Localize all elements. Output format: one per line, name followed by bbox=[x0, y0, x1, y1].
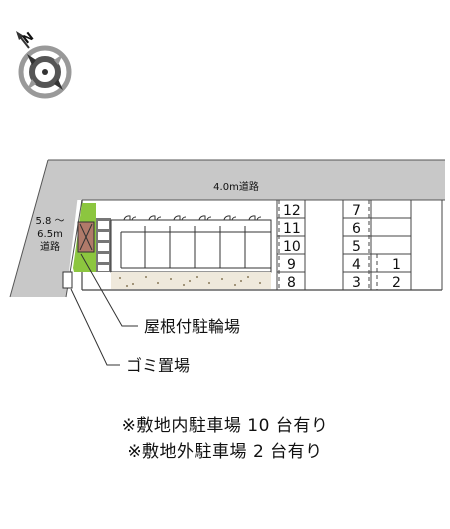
parking-space-9: 9 bbox=[287, 257, 296, 273]
gravel-dots bbox=[119, 276, 261, 287]
parking-space-5: 5 bbox=[352, 239, 361, 255]
road-left-label-3: 道路 bbox=[40, 240, 60, 253]
parking-space-8: 8 bbox=[287, 275, 296, 291]
covered-bicycle-parking bbox=[96, 218, 111, 272]
parking-space-2: 2 bbox=[392, 275, 401, 291]
parking-space-1: 1 bbox=[392, 257, 401, 273]
parking-left-grid bbox=[276, 200, 306, 290]
compass-north-letter: N bbox=[20, 29, 37, 46]
note-offsite-parking: ※敷地外駐車場 2 台有り bbox=[127, 442, 323, 462]
road-left-label-2: 6.5m bbox=[37, 229, 63, 240]
door-swing-icons bbox=[123, 215, 262, 221]
parking-space-10: 10 bbox=[283, 239, 301, 255]
gravel-strip bbox=[111, 272, 271, 289]
compass-rose-icon: N bbox=[16, 29, 72, 99]
road-top bbox=[48, 160, 445, 200]
parking-space-12: 12 bbox=[283, 203, 301, 219]
parking-space-4: 4 bbox=[352, 257, 361, 273]
parking-space-7: 7 bbox=[352, 203, 361, 219]
note-onsite-parking: ※敷地内駐車場 10 台有り bbox=[121, 416, 329, 436]
parking-space-11: 11 bbox=[283, 221, 301, 237]
trash-leader-line bbox=[70, 288, 120, 366]
road-top-label: 4.0m道路 bbox=[213, 180, 259, 193]
legend-bicycle-label: 屋根付駐輪場 bbox=[144, 317, 240, 336]
legend-trash-label: ゴミ置場 bbox=[126, 356, 190, 375]
bicycle-leader-line bbox=[80, 253, 138, 327]
utility-box bbox=[62, 271, 73, 289]
parking-space-3: 3 bbox=[352, 275, 361, 291]
road-left-label-1: 5.8 〜 bbox=[35, 216, 64, 227]
parking-space-6: 6 bbox=[352, 221, 361, 237]
building bbox=[110, 219, 272, 273]
